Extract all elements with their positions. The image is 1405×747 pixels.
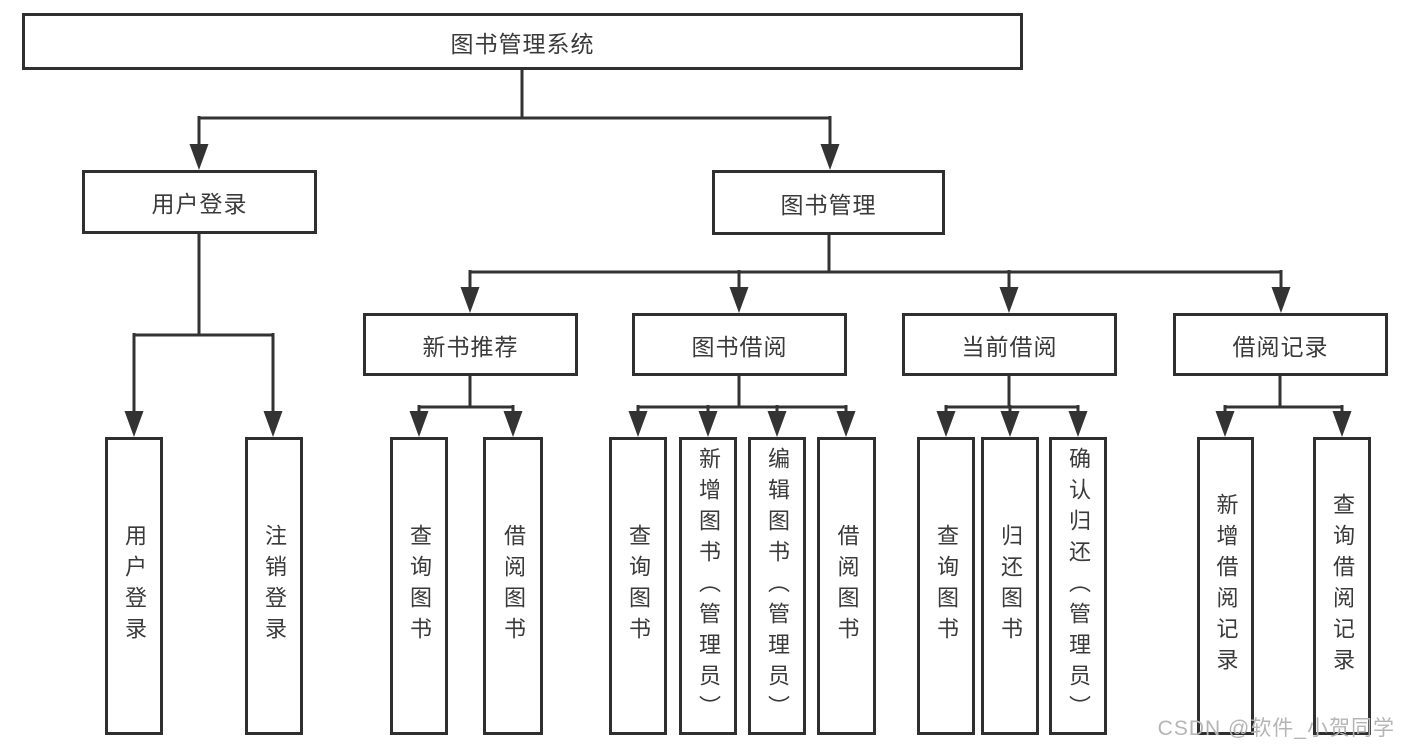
leaf-user-login: 用户登录 [105, 437, 163, 735]
connector-book-management-children [460, 235, 1291, 313]
leaf-add-borrow-record-label: 新增借阅记录 [1213, 493, 1239, 679]
leaf-query-books-borrowing-label: 查询图书 [626, 524, 651, 648]
node-current-borrowing: 当前借阅 [902, 313, 1117, 376]
node-user-login-label: 用户登录 [151, 191, 248, 217]
node-root-system: 图书管理系统 [22, 13, 1023, 70]
leaf-query-books-current: 查询图书 [917, 437, 975, 735]
csdn-watermark: CSDN @软件_小贺同学 [1157, 717, 1395, 740]
node-book-management-label: 图书管理 [780, 191, 877, 218]
leaf-add-books-admin-label: 新增图书（管理员） [696, 446, 721, 726]
connector-user-login-children [124, 233, 283, 437]
node-book-management: 图书管理 [712, 170, 945, 235]
leaf-confirm-return-admin: 确认归还（管理员） [1049, 437, 1107, 735]
leaf-borrow-books-borrowing-label: 借阅图书 [834, 524, 860, 648]
leaf-logout-label: 注销登录 [262, 524, 287, 648]
connector-root-to-level2 [189, 69, 840, 170]
leaf-query-books-current-label: 查询图书 [934, 524, 959, 648]
leaf-edit-books-admin: 编辑图书（管理员） [748, 437, 806, 735]
connector-new-book-children [409, 376, 523, 437]
node-borrowing-records: 借阅记录 [1173, 313, 1388, 376]
leaf-user-login-label: 用户登录 [122, 524, 147, 648]
node-root-label: 图书管理系统 [450, 30, 595, 57]
leaf-query-books-borrowing: 查询图书 [609, 437, 667, 735]
leaf-confirm-return-admin-label: 确认归还（管理员） [1066, 446, 1091, 726]
node-new-book-recommend-label: 新书推荐 [422, 333, 519, 360]
leaf-borrow-books-borrowing: 借阅图书 [817, 437, 876, 735]
connector-book-borrowing-children [628, 376, 856, 437]
leaf-query-borrow-record-label: 查询借阅记录 [1330, 493, 1355, 679]
node-new-book-recommend: 新书推荐 [363, 313, 578, 376]
connector-current-borrowing-children [936, 376, 1088, 437]
leaf-query-books-recommend-label: 查询图书 [407, 524, 432, 648]
leaf-add-borrow-record: 新增借阅记录 [1197, 437, 1254, 735]
leaf-query-books-recommend: 查询图书 [390, 437, 448, 735]
leaf-return-books-label: 归还图书 [998, 524, 1023, 648]
leaf-borrow-books-recommend-label: 借阅图书 [501, 524, 526, 648]
node-user-login: 用户登录 [82, 170, 317, 234]
connector-borrowing-records-children [1215, 376, 1352, 437]
leaf-edit-books-admin-label: 编辑图书（管理员） [765, 446, 790, 726]
leaf-logout: 注销登录 [245, 437, 303, 735]
leaf-add-books-admin: 新增图书（管理员） [679, 437, 737, 735]
node-current-borrowing-label: 当前借阅 [961, 333, 1058, 360]
node-book-borrowing: 图书借阅 [632, 313, 847, 376]
leaf-borrow-books-recommend: 借阅图书 [483, 437, 543, 735]
leaf-query-borrow-record: 查询借阅记录 [1313, 437, 1371, 735]
node-book-borrowing-label: 图书借阅 [691, 333, 788, 360]
leaf-return-books: 归还图书 [981, 437, 1039, 735]
node-borrowing-records-label: 借阅记录 [1232, 333, 1329, 360]
